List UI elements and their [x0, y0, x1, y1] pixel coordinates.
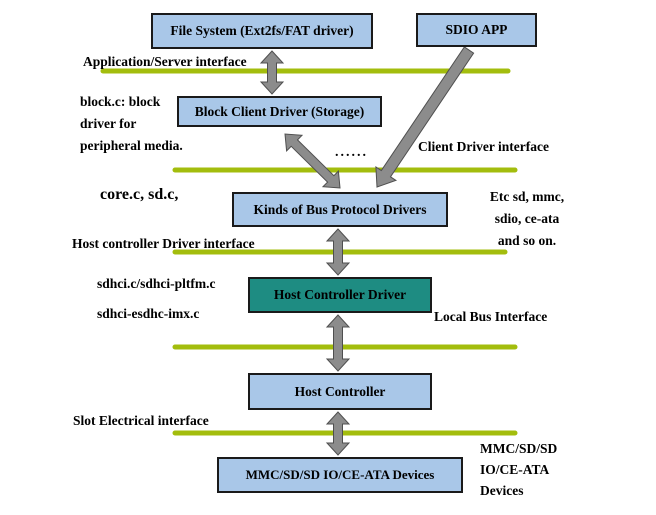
box-bus-protocol-drivers: Kinds of Bus Protocol Drivers: [232, 192, 448, 227]
label-application-server-interface: Application/Server interface: [83, 54, 247, 69]
note-protocol-examples-line2: sdio, ce-ata: [494, 211, 560, 226]
arrow-filesystem-blockclient: [259, 50, 285, 95]
box-file-system: File System (Ext2fs/FAT driver): [151, 13, 373, 49]
label-slot-electrical-interface: Slot Electrical interface: [73, 413, 209, 428]
ellipsis-dots: ......: [335, 145, 368, 160]
label-host-controller-driver-interface: Host controller Driver interface: [72, 236, 255, 251]
note-device-types-line2: IO/CE-ATA: [480, 462, 550, 477]
note-protocol-examples: Etc sd, mmc, sdio, ce-ata and so on.: [479, 186, 575, 252]
box-host-controller-driver: Host Controller Driver: [248, 277, 432, 313]
note-device-types-line1: MMC/SD/SD: [480, 441, 558, 456]
box-mmc-sd-devices: MMC/SD/SD IO/CE-ATA Devices: [217, 457, 463, 493]
box-block-client-driver: Block Client Driver (Storage): [177, 96, 382, 127]
box-sdio-app: SDIO APP: [416, 13, 537, 47]
note-block-driver: block.c: block driver for peripheral med…: [80, 91, 183, 157]
label-sdhci-source-files-1: sdhci.c/sdhci-pltfm.c: [97, 276, 216, 291]
label-sdhci-source-files-2: sdhci-esdhc-imx.c: [97, 306, 200, 321]
note-protocol-examples-line3: and so on.: [497, 233, 557, 248]
label-local-bus-interface: Local Bus Interface: [434, 309, 548, 324]
arrow-hostcontrollerdriver-hostcontroller: [325, 314, 351, 372]
note-device-types: MMC/SD/SD IO/CE-ATA Devices: [480, 438, 557, 501]
note-device-types-line3: Devices: [480, 483, 524, 498]
note-block-driver-line2: driver for: [80, 116, 137, 131]
arrow-blockclient-busprotocol: [284, 133, 341, 189]
note-block-driver-line3: peripheral media.: [80, 138, 183, 153]
arrow-hostcontroller-devices: [325, 411, 351, 456]
label-core-source-files: core.c, sd.c,: [100, 186, 179, 203]
box-host-controller: Host Controller: [248, 373, 432, 410]
note-protocol-examples-line1: Etc sd, mmc,: [489, 189, 565, 204]
arrow-sdioapp-busprotocol: [375, 46, 475, 188]
arrow-busprotocol-hostcontrollerdriver: [325, 228, 351, 276]
label-client-driver-interface: Client Driver interface: [418, 139, 549, 154]
note-block-driver-line1: block.c: block: [80, 94, 161, 109]
